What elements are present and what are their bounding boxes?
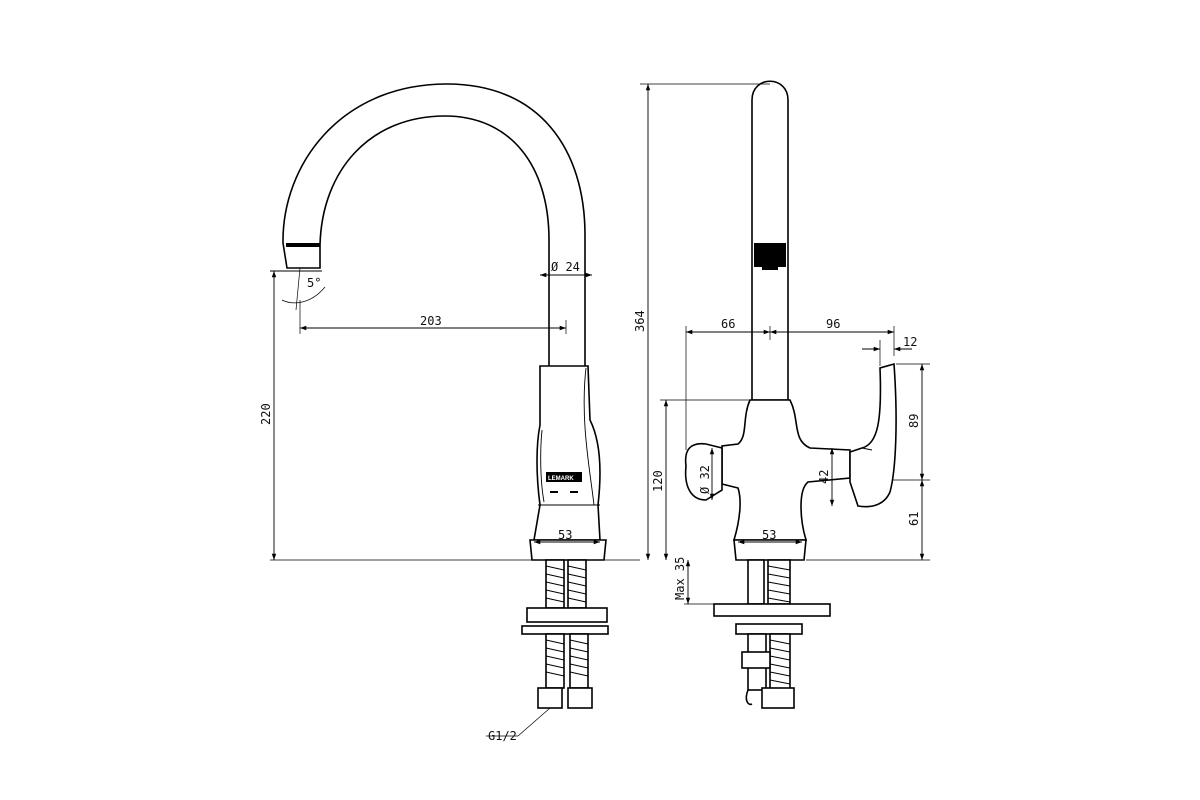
thread-leader — [517, 707, 551, 737]
right-lever-handle — [849, 362, 897, 508]
front-base — [733, 539, 807, 561]
spout-outer-line — [282, 83, 586, 366]
angle-arc — [281, 286, 326, 304]
body-base — [529, 539, 607, 561]
lever-offset-label: 42 — [817, 470, 831, 484]
spout-front-band — [754, 243, 786, 267]
right-offset-label: 96 — [826, 317, 840, 331]
spout-front-aerator — [762, 266, 778, 270]
spout-inner-line — [319, 115, 550, 366]
side-view: 5° Ø 24 203 220 LEMARK 53 — [259, 83, 640, 743]
body-inner-curve — [583, 367, 595, 506]
handle-height-label: 89 — [907, 414, 921, 428]
faucet-body-side — [533, 365, 601, 541]
side-hoses — [521, 559, 609, 709]
front-hoses — [713, 559, 831, 709]
spout-height-label: 220 — [259, 403, 273, 425]
left-offset-label: 66 — [721, 317, 735, 331]
front-view: 364 66 96 12 120 Ø 32 42 — [633, 80, 930, 709]
front-base-width-label: 53 — [762, 528, 776, 542]
spout-reach-label: 203 — [420, 314, 442, 328]
body-front-curve — [540, 429, 545, 503]
spout-angle-label: 5° — [307, 276, 321, 290]
lever-detail — [861, 447, 873, 451]
spout-front — [751, 80, 789, 401]
counter-max-label: Max 35 — [673, 557, 687, 600]
spout-aerator — [286, 243, 320, 247]
side-base-width-label: 53 — [558, 528, 572, 542]
total-height-label: 364 — [633, 310, 647, 332]
angle-ref-line — [295, 267, 301, 311]
logo-badge — [546, 472, 582, 482]
spout-tip — [282, 242, 321, 269]
knob-diameter-label: Ø 32 — [698, 465, 712, 494]
handle-base-height-label: 61 — [907, 512, 921, 526]
body-height-label: 120 — [651, 470, 665, 492]
handle-thickness-label: 12 — [903, 335, 917, 349]
spout-diameter-label: Ø 24 — [551, 260, 580, 274]
thread-label: G1/2 — [488, 729, 517, 743]
logo-text: LEMARK — [548, 476, 574, 482]
